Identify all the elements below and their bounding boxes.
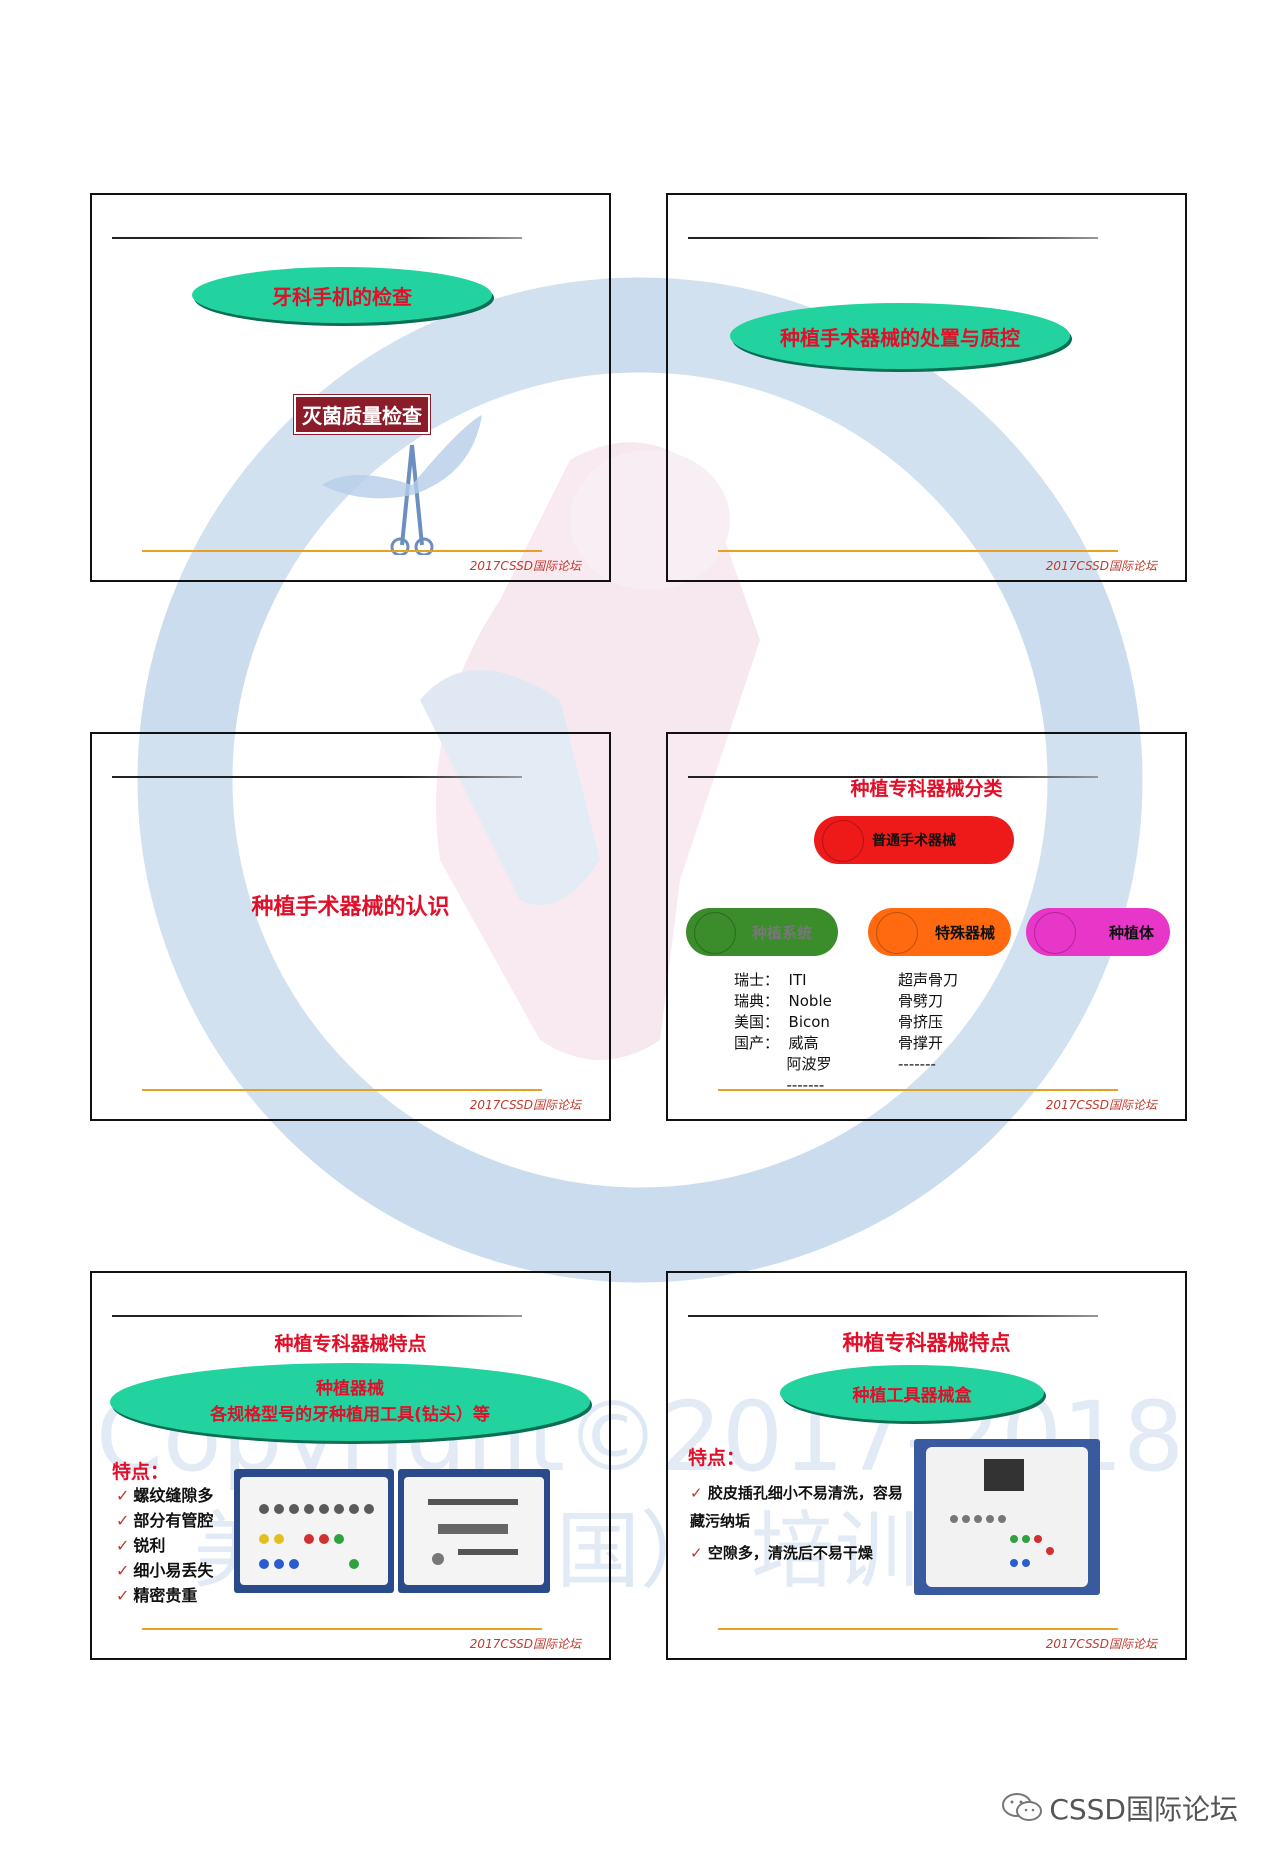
bottom-rule xyxy=(718,1628,1118,1630)
slide-title: 牙科手机的检查 xyxy=(272,284,412,309)
tools-oval: 种植器械 各规格型号的牙种植用工具(钻头）等 xyxy=(110,1363,590,1441)
slide-title: 种植手术器械的处置与质控 xyxy=(780,325,1020,350)
oval-line-2: 各规格型号的牙种植用工具(钻头）等 xyxy=(210,1405,490,1425)
check-icon: ✓ xyxy=(690,1484,703,1502)
implant-systems-list: 瑞士： ITI 瑞典： Noble 美国： Bicon 国产： 威高 阿波罗 -… xyxy=(734,971,832,1094)
slide-footer: 2017CSSD国际论坛 xyxy=(1045,559,1157,573)
check-icon: ✓ xyxy=(116,1586,130,1605)
brand-label: CSSD国际论坛 xyxy=(1001,1788,1238,1828)
tool-box-oval: 种植工具器械盒 xyxy=(780,1365,1044,1421)
slide-footer: 2017CSSD国际论坛 xyxy=(469,559,581,573)
slide-implant-features-box: 种植专科器械特点 种植工具器械盒 特点： ✓ 胶皮插孔细小不易清洗，容易藏污纳垢… xyxy=(666,1271,1187,1660)
slide-title: 种植手术器械的认识 xyxy=(251,895,450,920)
slide-footer: 2017CSSD国际论坛 xyxy=(1045,1637,1157,1651)
slide-implant-classification: 种植专科器械分类 普通手术器械 种植系统 特殊器械 种植体 瑞士： ITI 瑞典… xyxy=(666,732,1187,1121)
slide-footer: 2017CSSD国际论坛 xyxy=(469,1637,581,1651)
slide-implant-features-tools: 种植专科器械特点 种植器械 各规格型号的牙种植用工具(钻头）等 特点： ✓螺纹缝… xyxy=(90,1271,611,1660)
slide-footer: 2017CSSD国际论坛 xyxy=(1045,1098,1157,1112)
check-icon: ✓ xyxy=(116,1511,130,1530)
implant-system-pill: 种植系统 xyxy=(686,908,838,956)
list-item: ✓螺纹缝隙多 xyxy=(116,1486,214,1505)
features-title: 特点： xyxy=(688,1447,746,1469)
top-rule xyxy=(112,1315,522,1317)
slide-title: 种植专科器械分类 xyxy=(850,778,1003,800)
angel-scissors-icon xyxy=(322,415,482,555)
slide-footer: 2017CSSD国际论坛 xyxy=(469,1098,581,1112)
oval-line-1: 种植器械 xyxy=(316,1379,384,1399)
check-icon: ✓ xyxy=(116,1486,130,1505)
drill-kit-photo xyxy=(234,1469,394,1593)
implant-body-pill: 种植体 xyxy=(1026,908,1170,956)
bottom-rule xyxy=(142,1089,542,1091)
check-icon: ✓ xyxy=(116,1561,130,1580)
slide-implant-processing: 种植手术器械的处置与质控 2017CSSD国际论坛 xyxy=(666,193,1187,582)
list-item: ✓锐利 xyxy=(116,1536,166,1555)
feature-item-2: ✓ 空隙多，清洗后不易干燥 xyxy=(690,1544,873,1562)
list-item: ✓精密贵重 xyxy=(116,1586,198,1605)
title-oval: 种植手术器械的处置与质控 xyxy=(730,303,1070,369)
bottom-rule xyxy=(142,1628,542,1630)
bottom-rule xyxy=(718,1089,1118,1091)
oval-label: 种植工具器械盒 xyxy=(852,1385,972,1406)
instrument-tray-photo xyxy=(398,1469,550,1593)
list-item: ✓部分有管腔 xyxy=(116,1511,214,1530)
general-instruments-pill: 普通手术器械 xyxy=(814,816,1014,864)
bottom-rule xyxy=(142,550,542,552)
title-oval: 牙科手机的检查 xyxy=(192,267,492,323)
special-instruments-list: 超声骨刀 骨劈刀 骨挤压 骨撑开 ------- xyxy=(898,971,959,1073)
bottom-rule xyxy=(718,550,1118,552)
special-instruments-pill: 特殊器械 xyxy=(868,908,1011,956)
top-rule xyxy=(112,776,522,778)
features-title: 特点： xyxy=(112,1461,170,1483)
check-icon: ✓ xyxy=(690,1544,703,1562)
slide-title: 种植专科器械特点 xyxy=(842,1331,1011,1355)
slide-title: 种植专科器械特点 xyxy=(274,1333,427,1355)
slide-implant-intro: 种植手术器械的认识 2017CSSD国际论坛 xyxy=(90,732,611,1121)
check-icon: ✓ xyxy=(116,1536,130,1555)
slide-handpiece-check: 牙科手机的检查 灭菌质量检查 2017CSSD国际论坛 xyxy=(90,193,611,582)
top-rule xyxy=(688,1315,1098,1317)
feature-item-1: ✓ 胶皮插孔细小不易清洗，容易藏污纳垢 xyxy=(690,1484,903,1530)
top-rule xyxy=(112,237,522,239)
list-item: ✓细小易丢失 xyxy=(116,1561,214,1580)
brand-text: CSSD国际论坛 xyxy=(1049,1793,1238,1826)
wechat-icon xyxy=(1002,1793,1043,1821)
top-rule xyxy=(688,237,1098,239)
implant-tool-box-photo xyxy=(914,1439,1100,1595)
features-list: ✓螺纹缝隙多 ✓部分有管腔 ✓锐利 ✓细小易丢失 ✓精密贵重 xyxy=(116,1483,213,1608)
